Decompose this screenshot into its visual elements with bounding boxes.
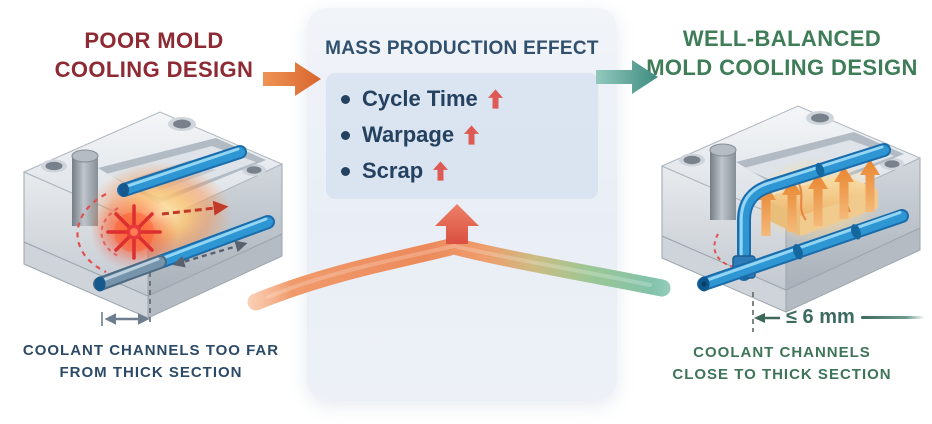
mounting-holes xyxy=(41,117,266,176)
poor-design-title-line2: COOLING DESIGN xyxy=(54,57,254,82)
increase-arrow-icon xyxy=(487,89,503,109)
poor-design-caption: COOLANT CHANNELS TOO FAR FROM THICK SECT… xyxy=(0,340,302,384)
balanced-mold-illustration xyxy=(660,105,922,332)
poor-caption-line1: COOLANT CHANNELS TOO FAR xyxy=(22,342,280,359)
balanced-design-title: WELL-BALANCED MOLD COOLING DESIGN xyxy=(636,24,928,82)
left-arrow-icon xyxy=(754,312,780,323)
effect-item-scrap: Scrap xyxy=(341,153,583,189)
gradient-flow-ribbon-icon xyxy=(247,237,671,311)
distance-measurement xyxy=(101,272,151,326)
increase-arrow-icon xyxy=(464,125,480,145)
poor-caption-line2: FROM THICK SECTION xyxy=(59,364,243,381)
distance-dashed-double-arrow xyxy=(172,240,248,268)
bullet-dot xyxy=(341,130,350,140)
balanced-caption-line2: CLOSE TO THICK SECTION xyxy=(672,366,892,383)
effect-item-label: Cycle Time xyxy=(362,86,478,111)
panel-title: MASS PRODUCTION EFFECT xyxy=(325,38,599,59)
bullet-dot xyxy=(341,166,350,176)
measurement-value: ≤ 6 mm xyxy=(786,306,855,328)
effect-item-warpage: Warpage xyxy=(341,117,583,153)
hot-spot-burst-icon xyxy=(106,204,162,260)
effect-item-label: Scrap xyxy=(362,158,424,183)
increase-arrow-icon xyxy=(433,161,449,181)
flow-arrow-left-icon xyxy=(263,62,321,96)
balanced-design-title-line2: MOLD COOLING DESIGN xyxy=(646,55,918,80)
coolant-channel-lower xyxy=(697,209,909,292)
ejector-pin xyxy=(71,149,99,226)
channel-distance-measurement: ≤ 6 mm xyxy=(754,306,925,329)
heat-spread-dashed-arc xyxy=(76,193,107,273)
mounting-holes xyxy=(679,111,904,170)
balanced-design-title-line1: WELL-BALANCED xyxy=(682,26,882,51)
coolant-channel-upper xyxy=(117,145,247,197)
leader-line xyxy=(860,316,925,319)
poor-mold-illustration xyxy=(22,111,284,326)
heat-extraction-arrows xyxy=(756,159,880,236)
feedback-up-arrow-icon xyxy=(435,204,479,244)
effect-list: Cycle Time Warpage Scrap xyxy=(325,72,599,200)
balanced-design-caption: COOLANT CHANNELS CLOSE TO THICK SECTION xyxy=(634,342,930,386)
bullet-dot xyxy=(341,94,350,104)
mass-production-panel: MASS PRODUCTION EFFECT Cycle Time Warpag… xyxy=(307,8,617,400)
poor-design-title: POOR MOLD COOLING DESIGN xyxy=(18,26,290,84)
ejector-pin xyxy=(709,143,737,220)
flow-arrow-right-icon xyxy=(596,60,658,94)
balanced-caption-line1: COOLANT CHANNELS xyxy=(693,344,871,361)
effect-item-label: Warpage xyxy=(362,122,455,147)
effect-item-cycle-time: Cycle Time xyxy=(341,81,583,117)
heat-path-dashed-curve xyxy=(713,233,741,269)
poor-design-title-line1: POOR MOLD xyxy=(84,28,224,53)
